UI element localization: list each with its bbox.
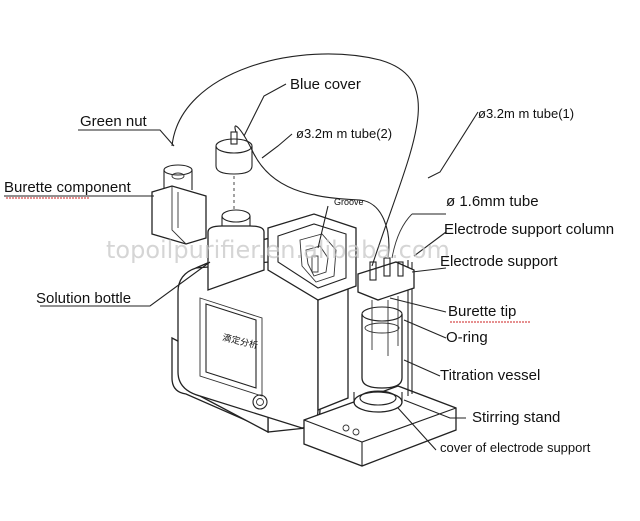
blue-cover (215, 131, 253, 210)
cover-of-electrode-support (353, 390, 403, 413)
electrode-support (357, 257, 415, 356)
label-burette-tip: Burette tip (448, 303, 516, 320)
watermark: topoilpurifier.en.alibaba.com (106, 236, 450, 264)
solution-bottle (207, 209, 265, 291)
burette-component (151, 164, 207, 245)
label-burette-component: Burette component (4, 179, 132, 196)
label-titration-vessel: Titration vessel (440, 367, 540, 384)
leader-lines (4, 83, 479, 451)
label-stirring-stand: Stirring stand (472, 409, 560, 426)
label-cover-electrode-support: cover of electrode support (440, 440, 591, 455)
label-electrode-support-column: Electrode support column (444, 221, 614, 238)
power-knob[interactable] (252, 394, 268, 410)
label-solution-bottle: Solution bottle (36, 290, 131, 307)
tubes (171, 53, 419, 267)
label-electrode-support: Electrode support (440, 253, 558, 270)
label-blue-cover: Blue cover (290, 76, 361, 93)
titration-vessel (361, 306, 403, 389)
burette-drive-housing (267, 213, 357, 301)
label-groove: Groove (334, 197, 364, 207)
label-tube-16: ø 1.6mm tube (446, 193, 539, 210)
label-green-nut: Green nut (80, 113, 148, 130)
label-tube-1: ø3.2m m tube(1) (478, 106, 574, 121)
label-o-ring: O-ring (446, 329, 488, 346)
label-tube-2: ø3.2m m tube(2) (296, 126, 392, 141)
